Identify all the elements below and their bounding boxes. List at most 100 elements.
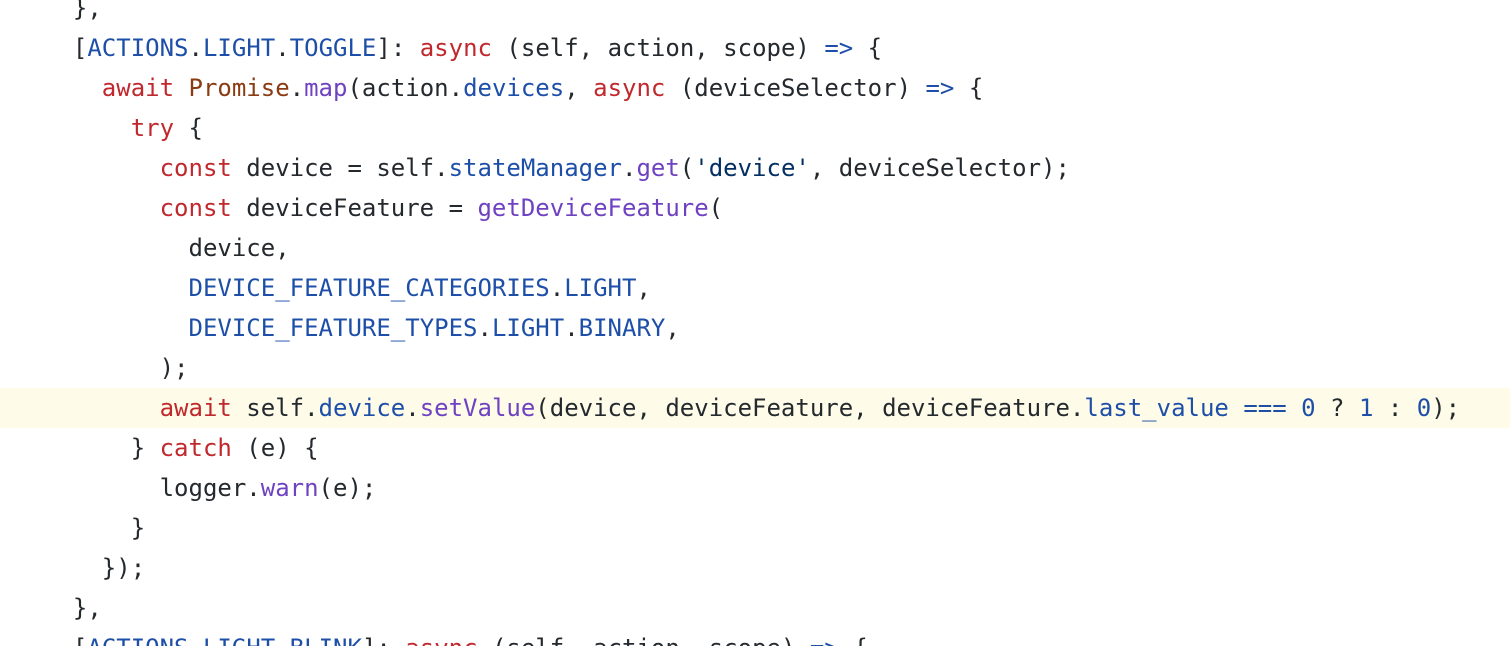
code-line[interactable]: [ACTIONS.LIGHT.BLINK]: async (self, acti… [0, 628, 1510, 646]
code-token-prop: device [318, 394, 406, 422]
code-line[interactable]: } [0, 508, 1510, 548]
code-token-prop: ACTIONS [87, 34, 189, 62]
code-token-fn: map [304, 74, 348, 102]
code-token-kw: async [405, 634, 477, 646]
code-line[interactable]: } catch (e) { [0, 428, 1510, 468]
code-token-kw: async [419, 34, 492, 62]
code-token-plain [44, 154, 160, 182]
code-token-plain: ( [708, 194, 724, 222]
code-token-plain [1229, 394, 1243, 422]
code-token-plain: , [665, 314, 680, 342]
code-token-plain: . [621, 154, 637, 182]
code-line-text: }, [44, 588, 102, 628]
code-line[interactable]: logger.warn(e); [0, 468, 1510, 508]
code-token-prop: LIGHT [491, 314, 565, 342]
code-token-prop: TOGGLE [289, 34, 377, 62]
code-token-plain: , [636, 274, 651, 302]
code-line-text: } catch (e) { [44, 428, 319, 468]
code-line-text: await Promise.map(action.devices, async … [44, 68, 983, 108]
code-token-prop: LIGHT [202, 34, 276, 62]
code-token-plain [174, 74, 188, 102]
code-token-plain: : [1373, 394, 1417, 422]
code-token-plain: . [477, 314, 492, 342]
code-token-kw: await [101, 74, 175, 102]
code-token-plain: device, [44, 234, 290, 262]
code-token-plain: ]: [362, 634, 405, 646]
code-token-plain: (device, deviceFeature, deviceFeature. [535, 394, 1085, 422]
code-line-text: ); [44, 348, 189, 388]
code-line[interactable]: DEVICE_FEATURE_TYPES.LIGHT.BINARY, [0, 308, 1510, 348]
code-token-plain: (e); [318, 474, 377, 502]
code-line-text: DEVICE_FEATURE_CATEGORIES.LIGHT, [44, 268, 651, 308]
code-line[interactable]: const deviceFeature = getDeviceFeature( [0, 188, 1510, 228]
code-line[interactable]: }, [0, 0, 1510, 28]
code-token-num: 0 [1301, 394, 1316, 422]
code-token-prop: DEVICE_FEATURE_CATEGORIES [188, 274, 550, 302]
code-token-prop: LIGHT [203, 634, 275, 646]
code-line-text: try { [44, 108, 203, 148]
code-token-plain: { [954, 74, 984, 102]
code-token-plain: }, [44, 594, 102, 622]
code-token-plain: ( [679, 154, 695, 182]
code-token-op: => [810, 634, 839, 646]
code-token-kw: const [159, 194, 232, 222]
code-token-op: => [824, 34, 854, 62]
code-token-plain: device = self. [231, 154, 449, 182]
code-token-plain: { [174, 114, 203, 142]
code-line-text: await self.device.setValue(device, devic… [44, 388, 1461, 428]
code-token-plain: } [44, 434, 160, 462]
code-line[interactable]: const device = self.stateManager.get('de… [0, 148, 1510, 188]
code-token-prop: stateManager [448, 154, 622, 182]
code-token-plain [44, 314, 189, 342]
code-line[interactable]: device, [0, 228, 1510, 268]
code-token-str: 'device' [694, 154, 810, 182]
code-token-plain: . [549, 274, 565, 302]
code-token-prop: devices [463, 74, 565, 102]
code-token-plain [44, 194, 160, 222]
code-token-plain: self. [231, 394, 319, 422]
code-token-plain: (e) { [231, 434, 319, 462]
code-token-plain: . [405, 394, 420, 422]
code-token-plain: ]: [376, 34, 420, 62]
code-token-plain: . [289, 74, 305, 102]
code-line[interactable]: DEVICE_FEATURE_CATEGORIES.LIGHT, [0, 268, 1510, 308]
code-line[interactable]: }, [0, 588, 1510, 628]
code-line[interactable]: [ACTIONS.LIGHT.TOGGLE]: async (self, act… [0, 28, 1510, 68]
code-token-prop: BLINK [290, 634, 362, 646]
code-token-prop: BINARY [578, 314, 666, 342]
code-token-plain: . [564, 314, 579, 342]
code-token-kw: await [159, 394, 232, 422]
code-line[interactable]: await Promise.map(action.devices, async … [0, 68, 1510, 108]
code-token-plain: . [188, 34, 203, 62]
code-token-plain: ? [1315, 394, 1359, 422]
code-line-text: }); [44, 548, 145, 588]
code-token-prop: DEVICE_FEATURE_TYPES [188, 314, 478, 342]
code-line-text: } [44, 508, 145, 548]
code-token-plain: (self, action, scope) [478, 634, 810, 646]
code-line-current[interactable]: await self.device.setValue(device, devic… [0, 388, 1510, 428]
code-token-cls: Promise [188, 74, 290, 102]
code-line[interactable]: try { [0, 108, 1510, 148]
code-line[interactable]: ); [0, 348, 1510, 388]
code-token-plain: (deviceSelector) [665, 74, 926, 102]
code-token-plain: ); [1431, 394, 1461, 422]
code-token-plain: , [564, 74, 594, 102]
code-token-plain: . [189, 634, 203, 646]
code-token-plain: } [44, 514, 146, 542]
code-token-num: 1 [1358, 394, 1374, 422]
code-line-text: }, [44, 0, 102, 28]
code-line-text: [ACTIONS.LIGHT.TOGGLE]: async (self, act… [44, 28, 882, 68]
code-line-text: DEVICE_FEATURE_TYPES.LIGHT.BINARY, [44, 308, 680, 348]
code-token-plain [44, 74, 102, 102]
code-token-op: => [925, 74, 955, 102]
code-line-text: [ACTIONS.LIGHT.BLINK]: async (self, acti… [44, 628, 868, 646]
code-token-plain: . [275, 34, 290, 62]
code-token-plain: [ [44, 34, 88, 62]
code-line-text: device, [44, 228, 290, 268]
code-line-text: const device = self.stateManager.get('de… [44, 148, 1070, 188]
code-line[interactable]: }); [0, 548, 1510, 588]
code-token-plain: }, [44, 0, 102, 22]
code-token-plain: , deviceSelector); [809, 154, 1070, 182]
code-token-plain [44, 394, 160, 422]
